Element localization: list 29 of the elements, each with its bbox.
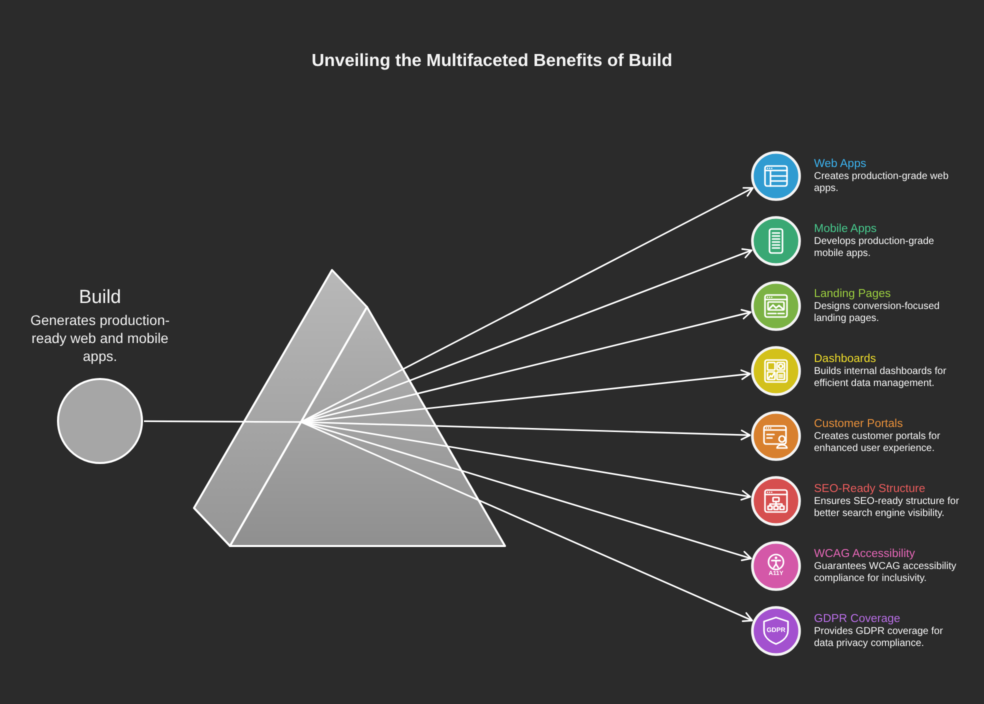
item-description: Provides GDPR coverage for data privacy compliance. [814, 626, 944, 650]
arrow [461, 470, 752, 562]
arrow [447, 446, 752, 501]
connector-line [144, 420, 244, 423]
item-title: Customer Portals [814, 417, 904, 431]
item-description: Ensures SEO-ready structure for better search engine visibility. [814, 496, 960, 520]
item-description: Develops production-grade mobile apps. [814, 236, 936, 260]
prism-illustration [192, 268, 508, 549]
item-title: WCAG Accessibility [814, 547, 916, 561]
item-description: Guarantees WCAG accessibility compliance for inclusivity. [814, 561, 958, 585]
item-description: Creates customer portals for enhanced user experience. [814, 431, 942, 455]
arrow [402, 187, 754, 370]
item-title: Web Apps [814, 157, 868, 171]
item-title: SEO-Ready Structure [814, 482, 926, 496]
arrow [478, 499, 753, 622]
item-description: Designs conversion-focused landing pages. [814, 301, 941, 325]
item-title: Landing Pages [814, 287, 892, 301]
diagram-title: Unveiling the Multifaceted Benefits of Build [310, 49, 674, 71]
arrow [409, 248, 752, 382]
arrow [436, 425, 751, 440]
item-title: Mobile Apps [814, 222, 878, 236]
arrow [416, 309, 752, 394]
node-description: Generates production-ready web and mobile apps. [29, 311, 171, 365]
item-title: GDPR Coverage [814, 612, 902, 626]
arrow [426, 369, 751, 410]
item-description: Creates production-grade web apps. [814, 171, 950, 195]
node-title: Build [78, 287, 122, 309]
item-description: Builds internal dashboards for efficient data management. [814, 366, 948, 390]
item-title: Dashboards [814, 352, 878, 366]
